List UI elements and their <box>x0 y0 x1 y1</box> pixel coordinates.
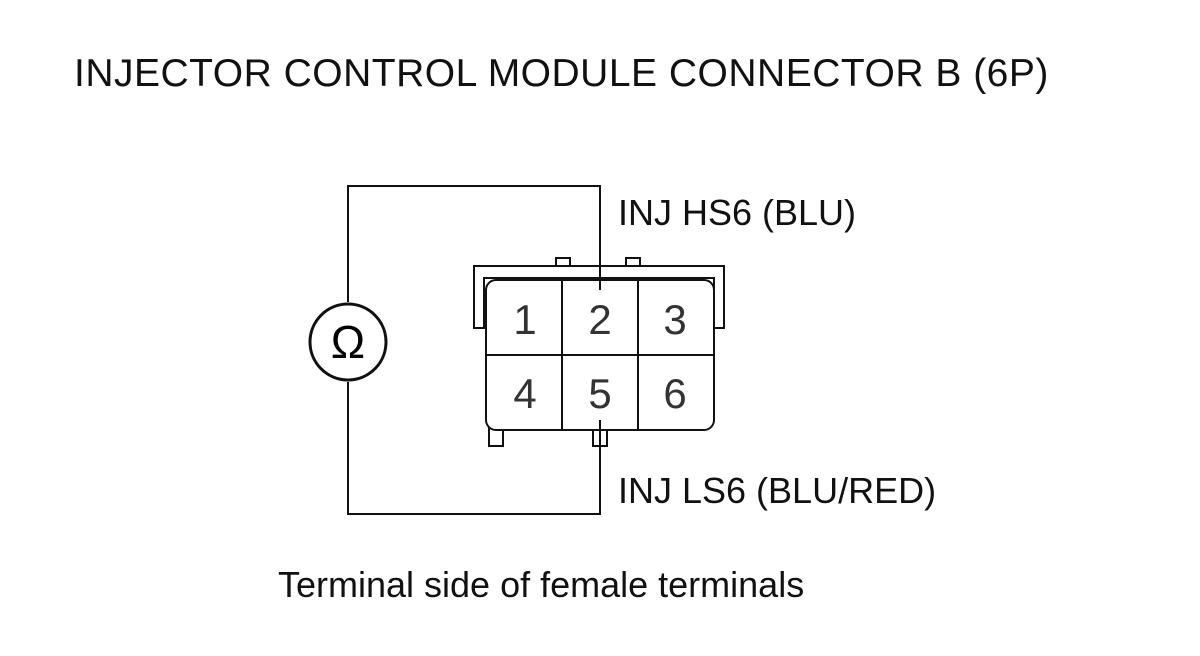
terminal-5: 5 <box>588 370 611 417</box>
ohm-symbol: Ω <box>331 316 365 368</box>
wire-label-inj-ls6: INJ LS6 (BLU/RED) <box>618 470 937 511</box>
wire-label-inj-hs6: INJ HS6 (BLU) <box>618 192 857 233</box>
diagram-title: INJECTOR CONTROL MODULE CONNECTOR B (6P) <box>74 52 1049 95</box>
terminal-3: 3 <box>663 296 686 343</box>
terminal-4: 4 <box>513 370 536 417</box>
ohmmeter-icon: Ω <box>308 302 388 382</box>
terminal-6: 6 <box>663 370 686 417</box>
diagram-caption: Terminal side of female terminals <box>278 564 805 605</box>
terminal-2: 2 <box>588 296 611 343</box>
terminal-1: 1 <box>513 296 536 343</box>
